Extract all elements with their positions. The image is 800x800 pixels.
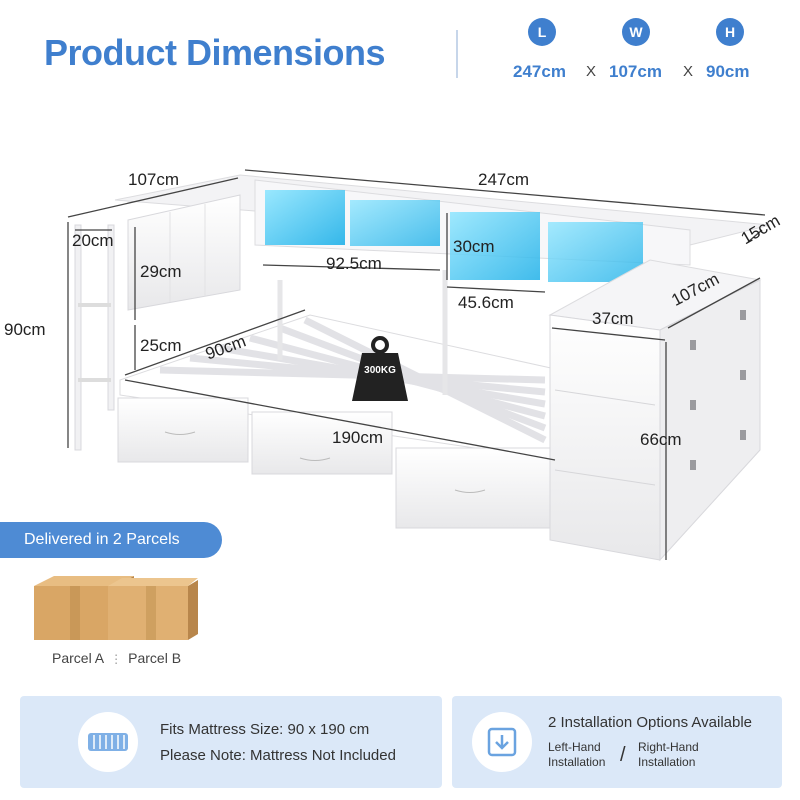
dim-shelf-width: 92.5cm	[326, 254, 382, 273]
weight-icon	[352, 336, 408, 401]
dim-cubby-height: 30cm	[453, 237, 495, 256]
right-hand-option: Right-Hand Installation	[638, 740, 699, 769]
dimension-summary: L W H 247cm X 107cm X 90cm	[500, 18, 780, 88]
dim-mattress-length: 190cm	[332, 428, 384, 447]
parcel-b-label: Parcel B	[128, 650, 182, 666]
dim-overall-width: 107cm	[128, 170, 180, 189]
download-arrow-icon	[487, 727, 517, 757]
mattress-note-text: Please Note: Mattress Not Included	[160, 747, 396, 764]
load-capacity-value: 300KG	[364, 365, 396, 376]
height-value: 90cm	[706, 62, 750, 81]
title-divider	[456, 30, 458, 78]
width-value: 107cm	[609, 62, 662, 81]
installation-title: 2 Installation Options Available	[548, 714, 753, 731]
installation-card: 2 Installation Options Available Left-Ha…	[452, 696, 782, 788]
width-badge: W	[622, 18, 650, 46]
dim-overall-height: 90cm	[4, 320, 46, 339]
delivery-banner: Delivered in 2 Parcels	[0, 522, 222, 558]
parcel-separator: ⋮	[110, 652, 123, 666]
separator-x-2: X	[683, 63, 694, 80]
dim-cubby-width: 45.6cm	[458, 293, 514, 312]
mattress-fit-text: Fits Mattress Size: 90 x 190 cm	[160, 721, 370, 738]
separator-x-1: X	[586, 63, 597, 80]
dim-cabinet-height: 66cm	[640, 430, 682, 449]
mattress-icon	[88, 733, 128, 751]
mattress-info-card: Fits Mattress Size: 90 x 190 cm Please N…	[20, 696, 442, 788]
dim-cabinet-width: 37cm	[592, 309, 634, 328]
length-value: 247cm	[513, 62, 566, 81]
left-hand-option: Left-Hand Installation	[548, 740, 606, 769]
option-separator: /	[620, 744, 626, 766]
parcels-image	[30, 572, 200, 642]
dim-headboard-depth: 20cm	[72, 231, 114, 250]
parcel-a-label: Parcel A	[52, 650, 105, 666]
install-icon-wrap	[472, 712, 532, 772]
bed-drawing	[67, 169, 771, 562]
parcel-labels: Parcel A ⋮ Parcel B	[52, 650, 181, 666]
mattress-icon-wrap	[78, 712, 138, 772]
dim-overall-length: 247cm	[478, 170, 530, 189]
load-capacity-badge: 300KG	[350, 335, 410, 403]
length-badge: L	[528, 18, 556, 46]
page-title: Product Dimensions	[44, 32, 386, 73]
dim-lower-height: 25cm	[140, 336, 182, 355]
box-icon	[34, 576, 198, 640]
bed-illustration: 107cm 247cm 20cm 29cm 25cm 90cm 92.5cm 3…	[0, 130, 800, 600]
height-badge: H	[716, 18, 744, 46]
dim-shelf-height: 29cm	[140, 262, 182, 281]
